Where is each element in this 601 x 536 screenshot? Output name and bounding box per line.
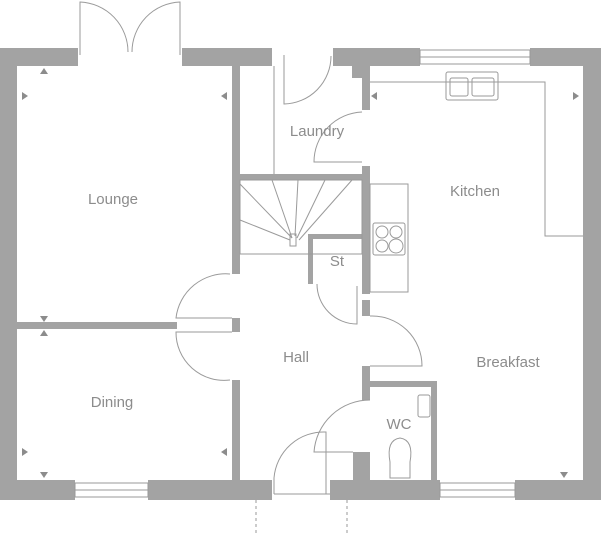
dimension-markers <box>22 68 579 478</box>
fixtures <box>255 66 583 536</box>
interior-walls <box>17 66 437 480</box>
outer-walls <box>0 48 601 500</box>
room-label-wc: WC <box>387 416 412 433</box>
room-label-laundry: Laundry <box>290 123 345 140</box>
room-label-lounge: Lounge <box>88 191 138 208</box>
room-label-kitchen: Kitchen <box>450 183 500 200</box>
room-label-st: St <box>330 253 345 270</box>
staircase <box>239 179 363 255</box>
windows <box>74 49 531 498</box>
room-label-breakfast: Breakfast <box>476 354 540 371</box>
room-label-hall: Hall <box>283 349 309 366</box>
room-label-dining: Dining <box>91 394 134 411</box>
doors <box>79 1 423 495</box>
